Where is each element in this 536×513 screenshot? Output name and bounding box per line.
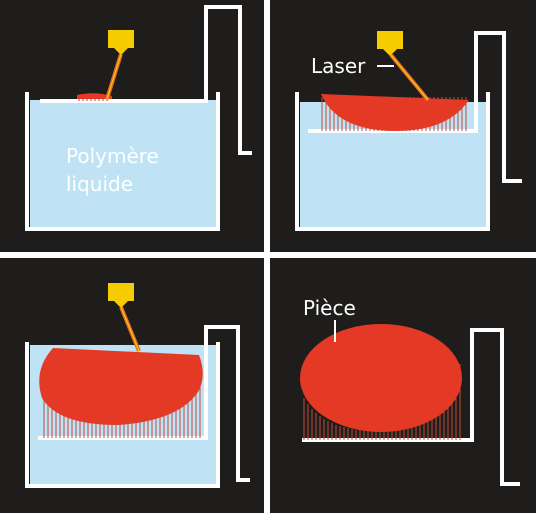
polymer-label-line1: Polymère — [66, 144, 159, 168]
polymer-label-line2: liquide — [66, 172, 133, 196]
laser-nozzle — [108, 283, 134, 308]
elevator-arm — [308, 31, 522, 183]
tank-outline — [25, 92, 220, 231]
laser-nozzle — [377, 31, 403, 56]
elevator-arm — [40, 5, 252, 155]
panel-step-1: Polymère liquide — [0, 0, 264, 252]
laser-nozzle — [108, 30, 134, 55]
part-first-layer — [77, 93, 112, 99]
panel-step-3 — [0, 258, 264, 513]
laser-label: Laser — [311, 54, 366, 78]
tank-outline — [25, 342, 220, 488]
liquid-polymer — [30, 100, 216, 228]
tank-outline — [295, 92, 490, 231]
part-lower-half — [321, 94, 469, 131]
finished-part — [300, 324, 462, 432]
part-nearly-complete — [39, 348, 203, 425]
elevator-arm — [38, 325, 250, 482]
panel-step-4: Pièce — [270, 258, 536, 513]
panel-step-2: Laser — [270, 0, 536, 252]
piece-label: Pièce — [303, 296, 356, 320]
